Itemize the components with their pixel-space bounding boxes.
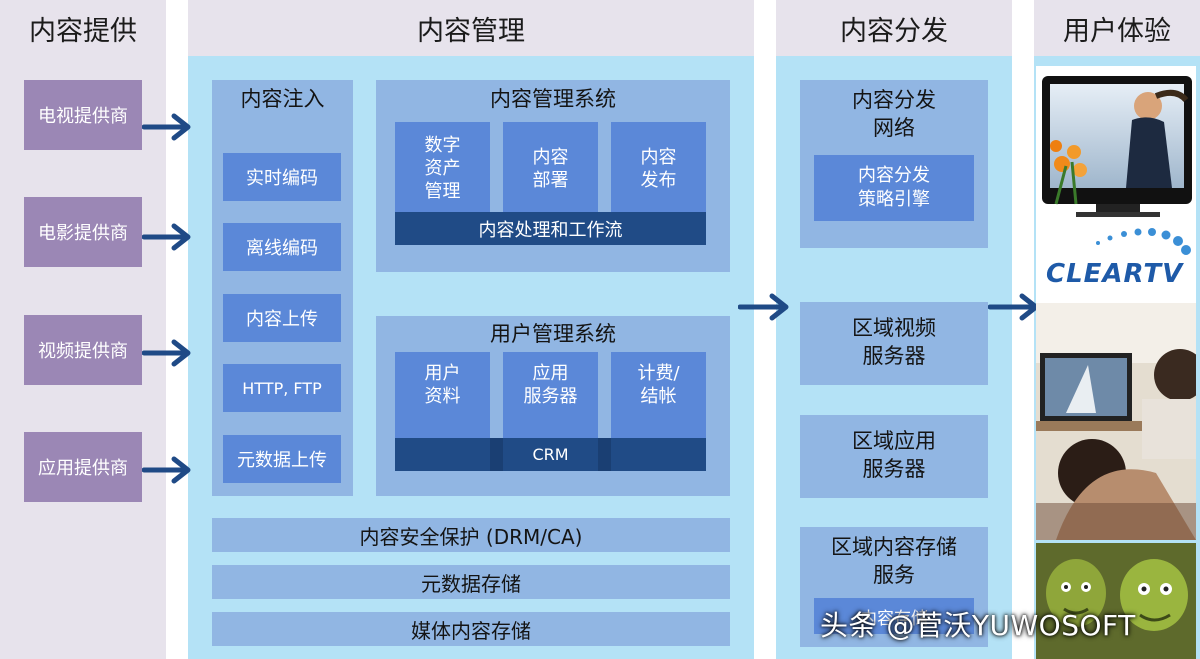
cms-module-deploy-line: 内容 bbox=[532, 147, 569, 168]
ingest-item-http-ftp: HTTP, FTP bbox=[223, 364, 341, 412]
ingest-title: 内容注入 bbox=[240, 87, 325, 111]
cleartv-logo: CLEARTV bbox=[1046, 259, 1184, 289]
cdn-policy-engine-line: 内容分发 bbox=[858, 165, 930, 186]
experience-header-bg bbox=[1034, 0, 1200, 56]
ums-module-profile: 用户 资料 bbox=[395, 352, 490, 440]
ums-module-appserver-line: 应用 bbox=[532, 363, 569, 384]
header-content-manage: 内容管理 bbox=[417, 15, 525, 47]
ums-module-billing: 计费/ 结帐 bbox=[611, 352, 706, 440]
dots-icon bbox=[1096, 228, 1191, 255]
ingest-item-upload: 内容上传 bbox=[223, 294, 341, 342]
cdn-policy-engine-line: 策略引擎 bbox=[858, 189, 930, 210]
cms-workflow-bar: 内容处理和工作流 bbox=[395, 212, 706, 245]
ums-module-billing-line: 计费/ bbox=[637, 363, 680, 384]
storage-title: 区域内容存储 服务 bbox=[800, 533, 988, 589]
people-watching-icon bbox=[1036, 303, 1196, 540]
distribute-header-bg bbox=[776, 0, 1012, 56]
bar-metadata-storage: 元数据存储 bbox=[212, 565, 730, 599]
tv-icon bbox=[1042, 76, 1192, 217]
watermark: 头条 @菅沃YUWOSOFT bbox=[820, 609, 1136, 642]
video-server-panel bbox=[800, 302, 988, 385]
manage-header-bg bbox=[188, 0, 754, 56]
ums-title: 用户管理系统 bbox=[490, 322, 616, 346]
bar-media-storage: 媒体内容存储 bbox=[212, 612, 730, 646]
ingest-panel bbox=[212, 80, 353, 496]
crm-divider bbox=[598, 438, 611, 471]
living-room-photo bbox=[1036, 303, 1196, 540]
cartoon-characters-icon bbox=[1036, 543, 1196, 659]
cms-module-dam: 数字 资产 管理 bbox=[395, 122, 490, 214]
app-server-panel bbox=[800, 415, 988, 498]
cdn-policy-engine: 内容分发 策略引擎 bbox=[814, 155, 974, 221]
cdn-title-line: 内容分发 bbox=[852, 88, 936, 112]
ums-module-profile-line: 用户 bbox=[424, 363, 461, 384]
app-server-line: 服务器 bbox=[862, 457, 926, 481]
arrow-icon bbox=[142, 223, 191, 251]
bar-security: 内容安全保护 (DRM/CA) bbox=[212, 518, 730, 552]
tv-photo bbox=[1036, 66, 1196, 221]
cms-module-dam-line: 管理 bbox=[424, 180, 461, 202]
cdn-title-line: 网络 bbox=[873, 116, 915, 140]
ums-crm-bar: CRM bbox=[395, 438, 706, 471]
video-server-line: 区域视频 bbox=[852, 316, 936, 340]
ums-module-profile-line: 资料 bbox=[424, 386, 461, 407]
provider-video: 视频提供商 bbox=[24, 315, 142, 385]
header-user-experience: 用户体验 bbox=[1063, 15, 1171, 47]
arrow-icon bbox=[142, 113, 191, 141]
cms-module-publish-line: 内容 bbox=[640, 147, 677, 168]
video-server-title: 区域视频 服务器 bbox=[800, 314, 988, 370]
provider-tv: 电视提供商 bbox=[24, 80, 142, 150]
storage-line: 服务 bbox=[873, 563, 915, 587]
cms-module-dam-line: 资产 bbox=[424, 157, 461, 179]
video-server-line: 服务器 bbox=[862, 344, 926, 368]
provider-movie: 电影提供商 bbox=[24, 197, 142, 267]
provider-app: 应用提供商 bbox=[24, 432, 142, 502]
app-server-line: 区域应用 bbox=[852, 429, 936, 453]
cms-module-publish-line: 发布 bbox=[640, 170, 677, 191]
crm-divider bbox=[490, 438, 503, 471]
cms-module-deploy: 内容 部署 bbox=[503, 122, 598, 214]
header-content-distribute: 内容分发 bbox=[840, 15, 948, 47]
arrow-icon bbox=[142, 456, 191, 484]
cleartv-logo-area: CLEARTV bbox=[1036, 221, 1196, 303]
arrow-icon bbox=[988, 293, 1039, 321]
storage-line: 区域内容存储 bbox=[831, 535, 957, 559]
ums-module-billing-line: 结帐 bbox=[640, 386, 677, 407]
cdn-title: 内容分发 网络 bbox=[800, 86, 988, 142]
animation-photo bbox=[1036, 543, 1196, 659]
arrow-icon bbox=[738, 293, 789, 321]
ingest-item-offline: 离线编码 bbox=[223, 223, 341, 271]
header-content-provide: 内容提供 bbox=[29, 15, 137, 47]
ingest-item-metadata-upload: 元数据上传 bbox=[223, 435, 341, 483]
cms-module-dam-line: 数字 bbox=[424, 134, 461, 156]
ingest-item-realtime: 实时编码 bbox=[223, 153, 341, 201]
storage-inner: 内容存储 bbox=[814, 598, 974, 634]
ums-module-appserver-line: 服务器 bbox=[523, 386, 578, 407]
cms-title: 内容管理系统 bbox=[490, 87, 616, 111]
cms-module-publish: 内容 发布 bbox=[611, 122, 706, 214]
arrow-icon bbox=[142, 339, 191, 367]
app-server-title: 区域应用 服务器 bbox=[800, 427, 988, 483]
cms-module-deploy-line: 部署 bbox=[532, 170, 569, 191]
ums-module-appserver: 应用 服务器 bbox=[503, 352, 598, 440]
